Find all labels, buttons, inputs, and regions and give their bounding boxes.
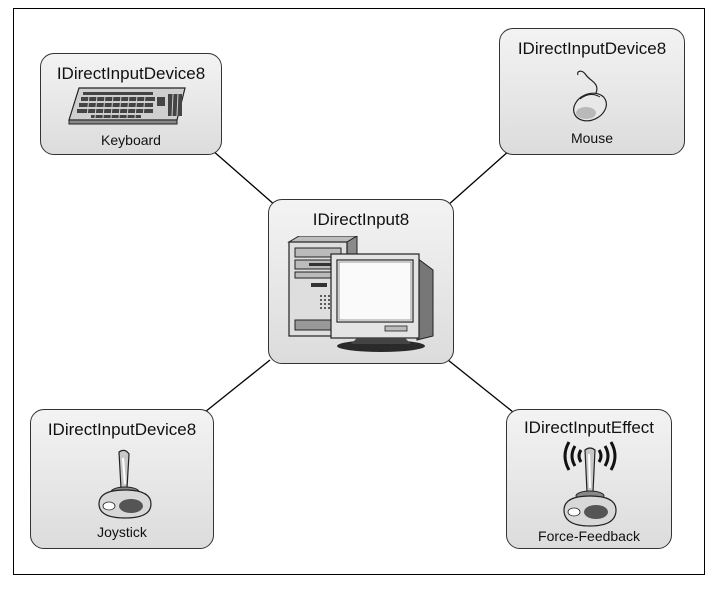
- node-title: IDirectInputDevice8: [56, 64, 206, 83]
- node-force-feedback: IDirectInputEffect Force-Feedback: [506, 409, 672, 549]
- computer-icon: [287, 236, 434, 352]
- node-caption: Mouse: [570, 130, 614, 146]
- force-feedback-joystick-icon: [563, 441, 617, 527]
- mouse-icon: [573, 70, 607, 122]
- node-title: IDirectInputEffect: [523, 418, 655, 437]
- node-title: IDirectInputDevice8: [47, 420, 197, 439]
- node-mouse: IDirectInputDevice8 Mouse: [499, 28, 685, 155]
- node-center: IDirectInput8: [268, 199, 454, 364]
- node-title: IDirectInputDevice8: [517, 39, 667, 58]
- joystick-icon: [98, 449, 152, 519]
- connector-force-feedback: [447, 359, 514, 413]
- node-caption: Joystick: [97, 524, 147, 540]
- connector-joystick: [204, 359, 271, 413]
- node-caption: Keyboard: [101, 132, 161, 148]
- connector-keyboard: [211, 149, 277, 207]
- node-caption: Force-Feedback: [538, 528, 640, 544]
- connector-mouse: [446, 149, 511, 207]
- keyboard-icon: [68, 87, 186, 125]
- node-title: IDirectInput8: [312, 210, 410, 229]
- node-joystick: IDirectInputDevice8 Joystick: [30, 409, 214, 549]
- node-keyboard: IDirectInputDevice8 Keyboard: [40, 53, 222, 155]
